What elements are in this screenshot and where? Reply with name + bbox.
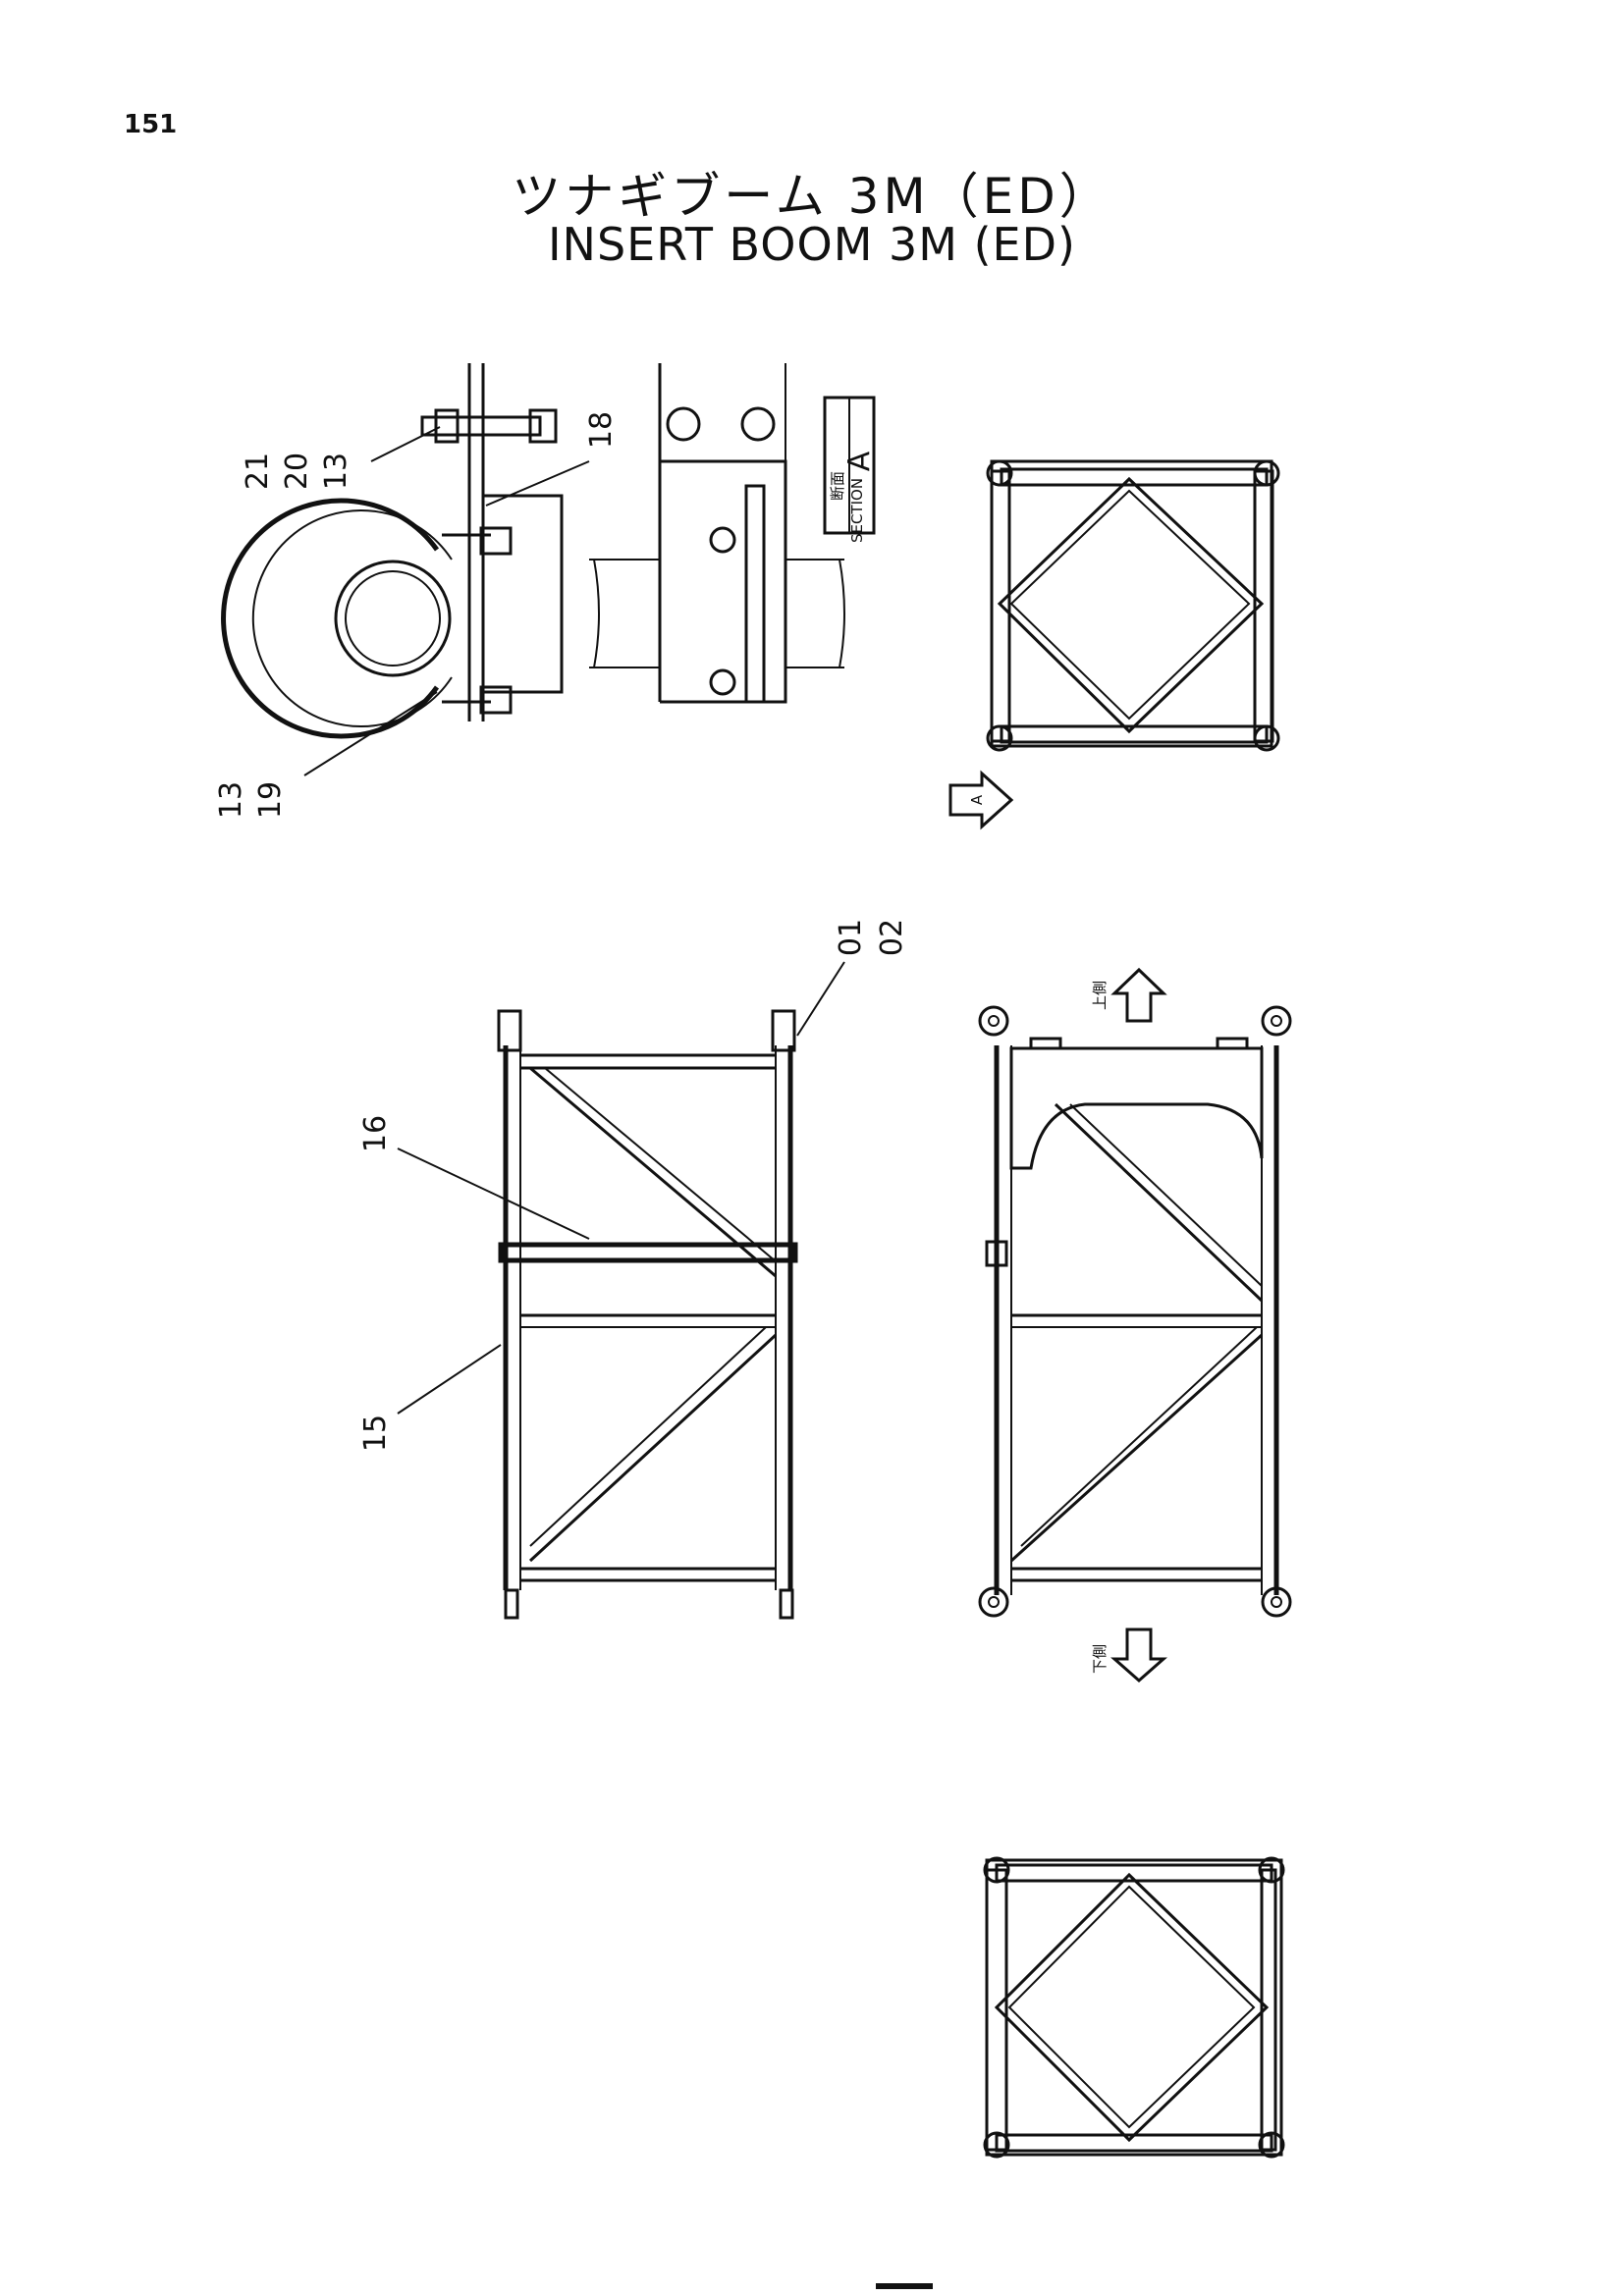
- section-a-view: [986, 459, 1280, 752]
- section-en: SECTION: [848, 478, 866, 543]
- clamp-detail-side: [221, 363, 564, 739]
- page-number: 151: [124, 110, 178, 139]
- view-arrow-a: A: [948, 770, 1014, 830]
- view-arrow-letter: A: [968, 794, 986, 805]
- direction-arrow-top: 上側: [1091, 967, 1167, 1023]
- section-jp: 断面: [829, 471, 846, 501]
- callout-20: 20: [280, 453, 314, 490]
- title-english: INSERT BOOM 3M (ED): [547, 218, 1076, 271]
- leader-lines: [303, 426, 845, 1415]
- section-letter: A: [842, 451, 877, 471]
- callout-21: 21: [241, 453, 275, 490]
- callout-19: 19: [253, 781, 288, 819]
- section-label: A 断面 SECTION: [823, 396, 877, 543]
- direction-arrow-bottom: 下側: [1091, 1628, 1167, 1682]
- callout-13-top: 13: [319, 453, 353, 490]
- title-japanese: ツナギブーム 3M（ED）: [512, 168, 1112, 225]
- callout-18: 18: [584, 411, 619, 449]
- main-frame-top-view: [497, 1009, 798, 1620]
- direction-top-label: 上側: [1091, 981, 1109, 1010]
- callout-16: 16: [358, 1115, 393, 1152]
- main-frame-side-view: [978, 1005, 1292, 1618]
- end-view-bottom: [983, 1856, 1285, 2159]
- callouts: 21 20 13 18 13 19 01 02 16 15: [214, 411, 909, 1452]
- bottom-edge-mark: [876, 2283, 933, 2289]
- callout-02: 02: [875, 919, 909, 956]
- direction-bottom-label: 下側: [1091, 1644, 1109, 1674]
- callout-15: 15: [358, 1415, 393, 1452]
- callout-13-bottom: 13: [214, 781, 248, 819]
- callout-01: 01: [834, 919, 868, 956]
- clamp-detail-front: [589, 363, 845, 704]
